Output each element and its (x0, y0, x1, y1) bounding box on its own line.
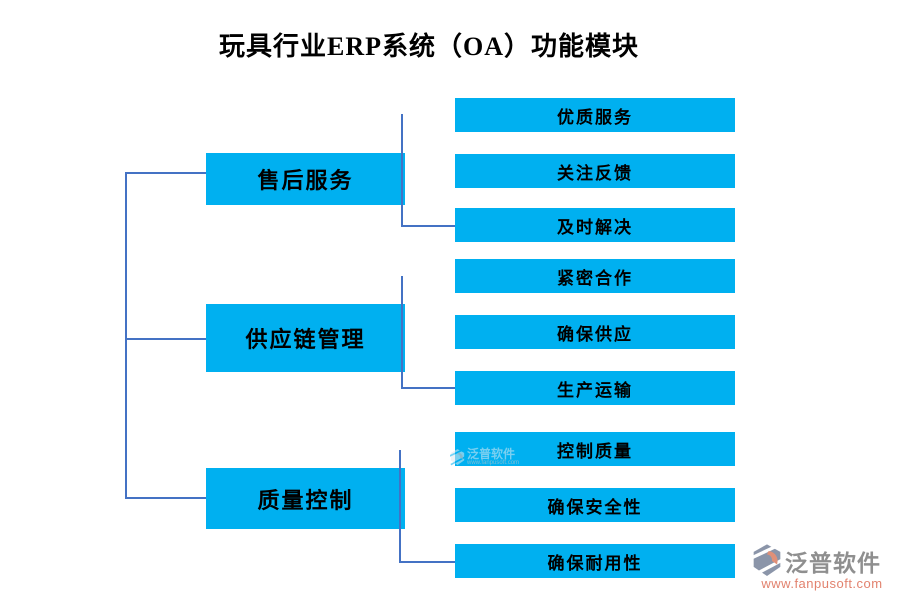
brand-watermark: 泛普软件 www.fanpusoft.com (752, 544, 892, 591)
category-node-quality-control: 质量控制 (206, 468, 405, 529)
group1-connector-vertical-line (401, 114, 403, 227)
sub-node-quality-service: 优质服务 (455, 98, 735, 132)
sub-node-close-cooperation: 紧密合作 (455, 259, 735, 293)
inner-watermark-brand: 泛普软件 (467, 447, 516, 461)
group2-connector-vertical-line (401, 276, 403, 389)
sub-node-ensure-durability: 确保耐用性 (455, 544, 735, 578)
sub-node-ensure-safety: 确保安全性 (455, 488, 735, 522)
inner-watermark-url: www.fanpusoft.com (467, 460, 520, 466)
sub-node-timely-solve: 及时解决 (455, 208, 735, 242)
brand-watermark-url: www.fanpusoft.com (761, 576, 883, 591)
sub-node-production-transport: 生产运输 (455, 371, 735, 405)
group2-connector-branch-line (401, 387, 455, 389)
left-bracket-vertical-line (125, 172, 127, 499)
sub-node-ensure-supply: 确保供应 (455, 315, 735, 349)
sub-node-control-quality: 控制质量 (455, 432, 735, 466)
group1-connector-branch-line (401, 225, 455, 227)
category-node-after-sales: 售后服务 (206, 153, 405, 205)
diagram-title: 玩具行业ERP系统（OA）功能模块 (218, 32, 639, 61)
fanpu-logo-icon (450, 448, 465, 465)
inner-watermark: 泛普软件 www.fanpusoft.com (450, 448, 519, 466)
sub-node-follow-feedback: 关注反馈 (455, 154, 735, 188)
category-node-supply-chain: 供应链管理 (206, 304, 405, 372)
left-bracket-branch-quality-control (125, 497, 206, 499)
fanpu-logo-icon (752, 544, 782, 577)
left-bracket-branch-supply-chain (125, 338, 206, 340)
group3-connector-vertical-line (399, 450, 401, 563)
left-bracket-branch-after-sales (125, 172, 206, 174)
brand-watermark-name: 泛普软件 (785, 550, 881, 576)
group3-connector-branch-line (399, 561, 455, 563)
